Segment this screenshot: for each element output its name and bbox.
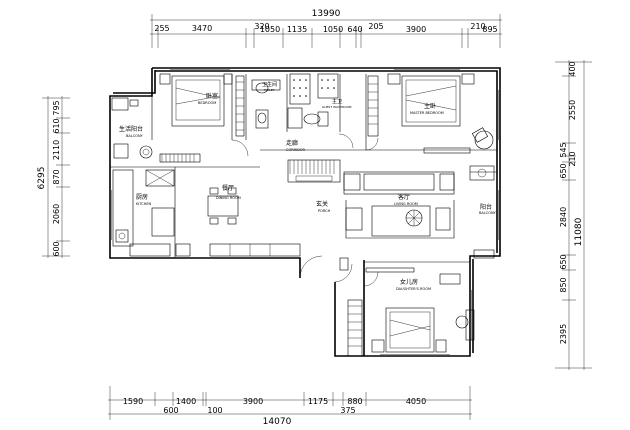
windows xyxy=(111,69,499,355)
daughter-room-label-en: DAUGHTER'S ROOM xyxy=(396,287,431,291)
right-dimension-2: 2550 xyxy=(568,100,577,120)
bottom-dimension-4: 1175 xyxy=(308,397,328,406)
right-dimension-4: 210 xyxy=(568,151,577,166)
bottom-total-dimension: 14070 xyxy=(263,417,292,427)
living-room-furniture xyxy=(339,165,495,271)
bedroom-label: 卧室 xyxy=(206,92,218,100)
guest-washroom-label-en: GUEST WASHROOM xyxy=(322,105,352,109)
master-bedroom-furniture xyxy=(367,73,494,154)
top-dimension-4: 1050 xyxy=(260,25,280,34)
kitchen-label: 厨房 xyxy=(136,193,148,201)
living-room-label: 客厅 xyxy=(398,193,410,201)
left-total-dimension: 6295 xyxy=(37,167,47,190)
utility-balcony-label-en: BALCONY xyxy=(126,134,144,138)
utility-balcony-fixtures xyxy=(111,97,201,163)
dining-room-label: 餐厅 xyxy=(222,184,234,192)
left-dimension-5: 2060 xyxy=(52,204,61,224)
corridor-label: 走廊 xyxy=(286,139,298,147)
top-dimension-11: 895 xyxy=(482,25,497,34)
bottom-dimension-6: 4050 xyxy=(406,397,426,406)
bottom-dimension-7: 600 xyxy=(163,406,178,415)
left-dimension-2: 610 xyxy=(52,118,61,133)
master-bedroom-label-en: MASTER BEDROOM xyxy=(410,111,444,115)
corridor-label-en: CORRIDOR xyxy=(286,148,306,152)
left-dimension-3: 2110 xyxy=(52,140,61,160)
bottom-dimension-8: 100 xyxy=(207,406,222,415)
top-total-dimension: 13990 xyxy=(312,9,341,19)
bottom-dimension-9: 375 xyxy=(340,406,355,415)
daughter-room-furniture xyxy=(347,267,475,357)
bottom-dimension-3: 3900 xyxy=(243,397,263,406)
kitchen-fixtures xyxy=(112,169,191,257)
top-dimension-3: 320 xyxy=(254,22,269,31)
guest-washroom-label: 主卫 xyxy=(332,98,342,105)
right-dimension-5: 650 xyxy=(559,163,568,178)
top-dimension-7: 640 xyxy=(347,25,362,34)
left-dimension-4: 870 xyxy=(52,169,61,184)
bottom-dimension-2: 1400 xyxy=(176,397,196,406)
interior-walls xyxy=(110,74,497,263)
top-dimension-lines xyxy=(150,14,502,48)
right-total-dimension: 11080 xyxy=(574,217,584,246)
utility-balcony-label: 生活阳台 xyxy=(119,125,143,133)
toilet-fixtures xyxy=(251,79,281,129)
kitchen-label-en: KITCHEN xyxy=(136,202,152,206)
room-labels: 卧室 BEDROOM 卫生间 TOILET 主卫 GUEST WASHROOM … xyxy=(119,81,497,291)
top-dimension-6: 1050 xyxy=(323,25,343,34)
right-dimension-6: 2840 xyxy=(559,207,568,227)
dining-furniture xyxy=(207,187,301,257)
left-dimension-6: 600 xyxy=(52,241,61,256)
top-dimension-2: 3470 xyxy=(192,24,212,33)
right-dimension-3: 545 xyxy=(559,142,568,157)
master-bedroom-label: 主卧 xyxy=(424,102,436,110)
balcony-label: 阳台 xyxy=(480,203,492,211)
corridor-cabinet xyxy=(287,159,341,183)
top-dimension-1: 255 xyxy=(154,24,169,33)
right-dimension-9: 2395 xyxy=(559,324,568,344)
bedroom-furniture xyxy=(159,73,245,137)
bottom-dimension-lines xyxy=(108,386,472,420)
doors xyxy=(231,133,379,287)
right-dimension-lines xyxy=(555,60,592,370)
right-dimension-7: 650 xyxy=(559,254,568,269)
bottom-dimension-5: 880 xyxy=(347,397,362,406)
daughter-room-label: 女儿房 xyxy=(400,278,418,286)
washroom-fixtures xyxy=(287,73,339,129)
balcony-label-en: BALCONY xyxy=(479,211,497,215)
porch-label-en: PORCH xyxy=(318,209,331,213)
porch-label: 玄关 xyxy=(316,200,328,208)
toilet-label-en: TOILET xyxy=(263,88,275,92)
top-dimension-9: 3900 xyxy=(406,25,426,34)
left-dimension-lines xyxy=(42,96,70,258)
living-room-label-en: LIVING ROOM xyxy=(394,202,418,206)
dining-room-label-en: DINING ROOM xyxy=(216,196,241,200)
right-dimension-8: 850 xyxy=(559,277,568,292)
bedroom-label-en: BEDROOM xyxy=(198,101,216,105)
bottom-dimension-1: 1590 xyxy=(123,397,143,406)
exterior-walls xyxy=(109,67,501,357)
toilet-label: 卫生间 xyxy=(262,81,277,88)
top-dimension-10: 210 xyxy=(470,22,485,31)
top-dimension-5: 1135 xyxy=(287,25,307,34)
right-dimension-1: 400 xyxy=(568,61,577,76)
left-dimension-1: 795 xyxy=(52,100,61,115)
top-dimension-8: 205 xyxy=(368,22,383,31)
